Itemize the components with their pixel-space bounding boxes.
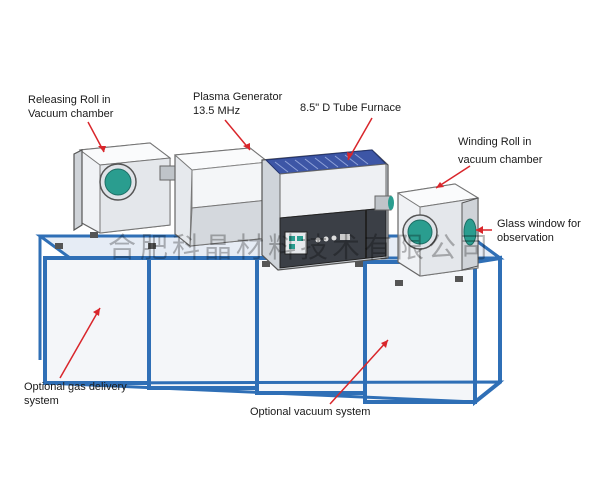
label-releasing-roll: Releasing Roll in Vacuum chamber xyxy=(28,93,113,121)
label-gas-delivery: Optional gas delivery system xyxy=(24,380,127,408)
cabinet-3 xyxy=(255,256,367,395)
leader-lines xyxy=(59,117,492,405)
winding-roll-chamber xyxy=(396,183,480,277)
cabinet-1 xyxy=(43,256,151,385)
label-line: observation xyxy=(497,232,554,244)
label-line: system xyxy=(24,395,59,407)
label-winding-roll: Winding Roll in vacuum chamber xyxy=(458,135,542,167)
label-line: Winding Roll in xyxy=(458,136,532,148)
tube-furnace xyxy=(261,149,394,271)
releasing-roll-chamber xyxy=(73,142,183,234)
label-vacuum-system: Optional vacuum system xyxy=(250,405,370,419)
label-line: Optional gas delivery xyxy=(24,381,127,393)
cabinet-2 xyxy=(147,256,259,390)
label-line: Vacuum chamber xyxy=(28,108,114,120)
label-tube-furnace: 8.5" D Tube Furnace xyxy=(300,101,401,115)
label-line: Optional vacuum system xyxy=(250,406,371,418)
label-line: Plasma Generator xyxy=(193,91,283,103)
watermark: 合肥科晶材料技术有限公司 xyxy=(108,231,493,264)
label-line: Releasing Roll in xyxy=(28,94,111,106)
label-line: vacuum chamber xyxy=(458,154,543,166)
label-line: 8.5" D Tube Furnace xyxy=(300,102,402,114)
support-frame xyxy=(35,232,505,407)
label-line: Glass window for xyxy=(497,218,581,230)
label-plasma-generator: Plasma Generator 13.5 MHz xyxy=(193,90,282,118)
label-glass-window: Glass window for observation xyxy=(497,217,581,245)
label-line: 13.5 MHz xyxy=(193,105,241,117)
